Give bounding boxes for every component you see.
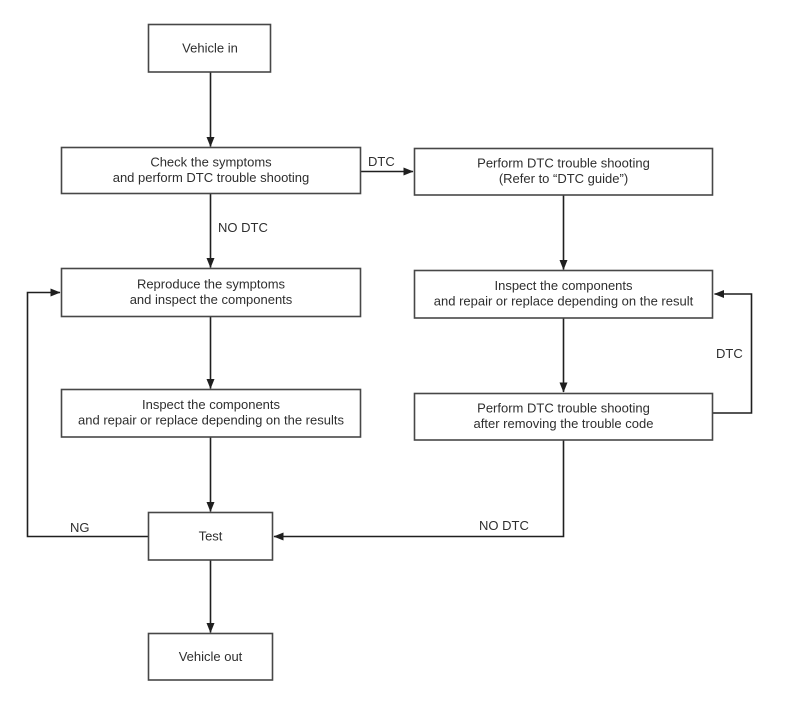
edge-ng-return-to-reproduce <box>26 288 149 538</box>
node-check-symptoms: Check the symptoms and perform DTC troub… <box>60 146 362 195</box>
node-vehicle-in-label: Vehicle in <box>182 41 238 56</box>
node-vehicle-out-box <box>147 632 274 681</box>
node-perform-dtc-remove-box <box>413 392 714 441</box>
node-vehicle-in-box <box>147 23 272 73</box>
node-test-label: Test <box>199 529 223 544</box>
node-perform-dtc-remove-line2: after removing the trouble code <box>474 416 654 431</box>
edge-label-dtc-loop: DTC <box>716 346 743 361</box>
node-inspect-components-left-line1: Inspect the components <box>142 397 281 412</box>
edge-dtc-loop-to-inspect-right <box>712 290 753 414</box>
node-perform-dtc-guide: Perform DTC trouble shooting (Refer to “… <box>413 147 714 196</box>
node-test-box <box>147 511 274 561</box>
node-perform-dtc-guide-line2: (Refer to “DTC guide”) <box>499 171 628 186</box>
edge-label-no-dtc-branch: NO DTC <box>218 220 268 235</box>
node-inspect-components-right-line1: Inspect the components <box>494 278 633 293</box>
edge-no-dtc-return-to-test <box>273 440 565 541</box>
node-reproduce-symptoms: Reproduce the symptoms and inspect the c… <box>60 267 362 318</box>
node-check-symptoms-box <box>60 146 362 195</box>
node-reproduce-symptoms-line1: Reproduce the symptoms <box>137 277 286 292</box>
node-inspect-components-left: Inspect the components and repair or rep… <box>60 388 362 438</box>
node-check-symptoms-line1: Check the symptoms <box>150 155 272 170</box>
node-reproduce-symptoms-box <box>60 267 362 318</box>
node-inspect-components-left-box <box>60 388 362 438</box>
node-perform-dtc-remove-line1: Perform DTC trouble shooting <box>477 401 650 416</box>
node-vehicle-out-label: Vehicle out <box>179 649 243 664</box>
edge-label-ng-return: NG <box>70 520 90 535</box>
node-inspect-components-right: Inspect the components and repair or rep… <box>413 269 714 319</box>
node-vehicle-in: Vehicle in <box>147 23 272 73</box>
node-inspect-components-left-line2: and repair or replace depending on the r… <box>78 413 344 428</box>
node-check-symptoms-line2: and perform DTC trouble shooting <box>113 170 310 185</box>
node-vehicle-out: Vehicle out <box>147 632 274 681</box>
node-inspect-components-right-box <box>413 269 714 319</box>
edge-label-dtc-branch: DTC <box>368 154 395 169</box>
node-perform-dtc-remove: Perform DTC trouble shooting after remov… <box>413 392 714 441</box>
node-inspect-components-right-line2: and repair or replace depending on the r… <box>434 294 694 309</box>
edge-label-no-dtc-return: NO DTC <box>479 518 529 533</box>
node-test: Test <box>147 511 274 561</box>
node-perform-dtc-guide-box <box>413 147 714 196</box>
node-perform-dtc-guide-line1: Perform DTC trouble shooting <box>477 156 650 171</box>
node-reproduce-symptoms-line2: and inspect the components <box>130 292 293 307</box>
